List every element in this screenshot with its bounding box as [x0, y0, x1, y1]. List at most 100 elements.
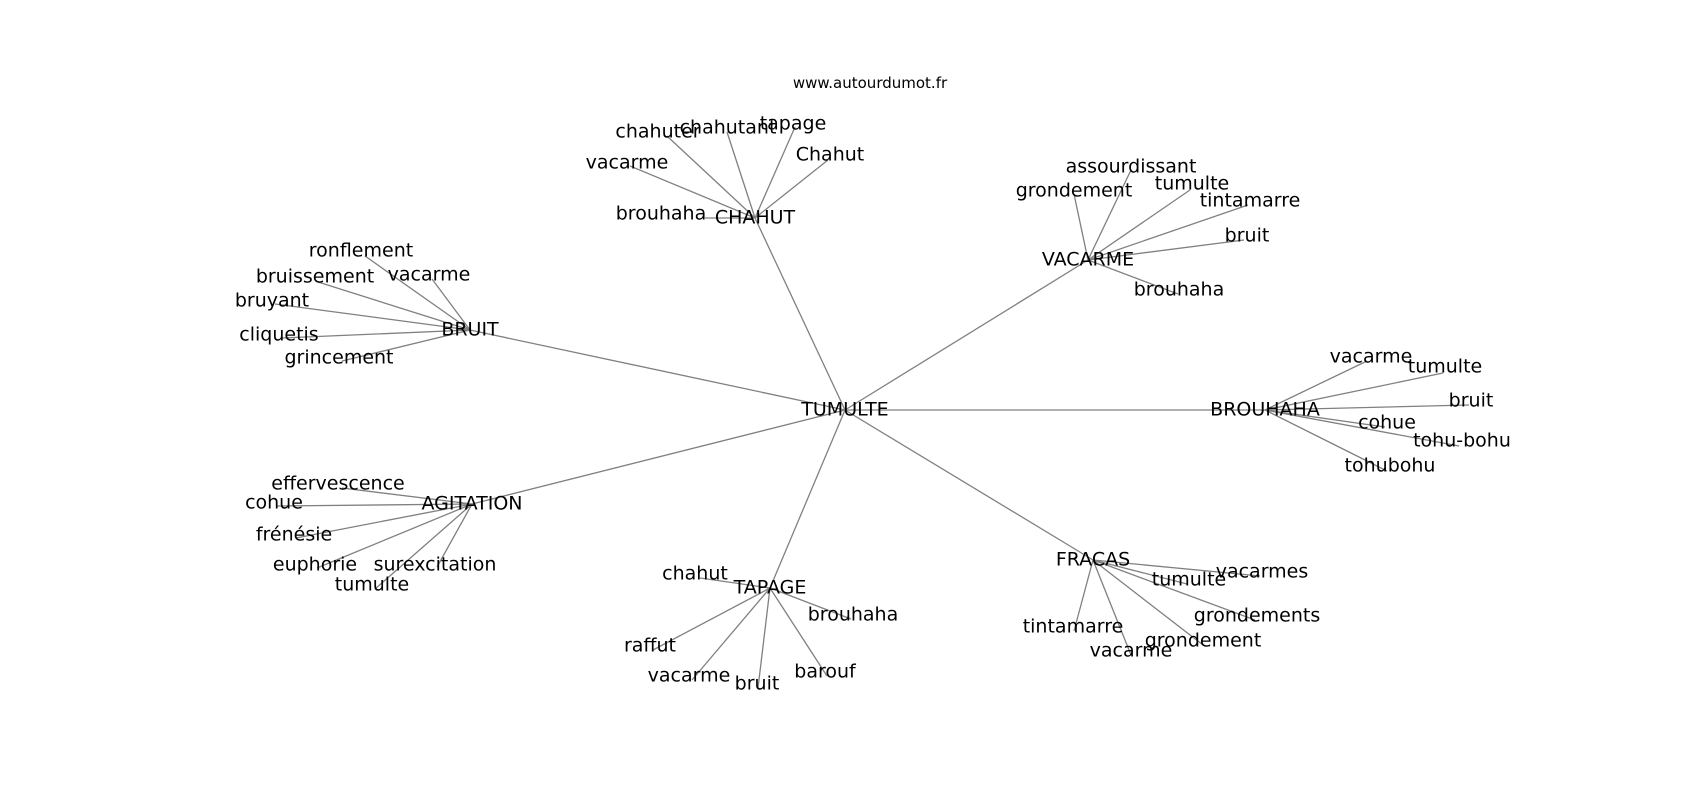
source-url: www.autourdumot.fr: [793, 74, 948, 92]
leaf-node-label: frénésie: [256, 524, 332, 546]
hub-node-label: BRUIT: [441, 319, 499, 341]
leaf-node-label: chahuter: [615, 121, 700, 143]
edge-hub-leaf: [769, 587, 828, 677]
leaf-node-label: ronflement: [309, 240, 413, 262]
edge-center-hub: [769, 409, 846, 589]
edge-hub-leaf: [341, 329, 471, 362]
edge-center-hub: [844, 259, 1089, 411]
edge-hub-leaf: [1087, 239, 1245, 261]
leaf-node-label: grondement: [1016, 180, 1133, 202]
edge-hub-leaf: [1087, 189, 1191, 261]
leaf-node-label: cohue: [245, 492, 303, 514]
hub-node-label: CHAHUT: [715, 207, 796, 229]
leaf-node-label: vacarme: [1090, 640, 1173, 662]
leaf-node-label: tintamarre: [1023, 616, 1124, 638]
leaf-node-label: tumulte: [1152, 569, 1226, 591]
leaf-node-label: grincement: [284, 347, 393, 369]
leaf-node-label: tumulte: [1155, 173, 1229, 195]
leaf-node-label: cliquetis: [239, 324, 318, 346]
edge-hub-leaf: [652, 587, 771, 651]
edge-hub-leaf: [274, 303, 471, 331]
leaf-node-label: assourdissant: [1066, 156, 1197, 178]
edge-hub-leaf: [666, 135, 756, 219]
node-labels: TUMULTE CHAHUT chahuterchahutanttapageChah…: [235, 113, 1511, 695]
edge-hub-leaf: [1092, 559, 1188, 585]
edge-hub-leaf: [1092, 559, 1261, 577]
leaf-node-label: grondement: [1145, 630, 1262, 652]
leaf-node-label: bruyant: [235, 290, 309, 312]
hub-node-label: TAPAGE: [733, 577, 807, 599]
edge-hub-leaf: [281, 329, 471, 339]
edge-hub-leaf: [1264, 409, 1386, 428]
leaf-node-label: vacarmes: [1216, 561, 1309, 583]
leaf-node-label: cohue: [1358, 412, 1416, 434]
edge-hub-leaf: [1087, 204, 1249, 261]
edge-hub-leaf: [1092, 559, 1256, 621]
edge-hub-leaf: [1264, 409, 1388, 472]
leaf-node-label: chahutant: [680, 117, 777, 139]
edge-hub-leaf: [436, 503, 473, 568]
leaf-node-label: raffut: [624, 635, 676, 657]
leaf-node-label: vacarme: [388, 264, 471, 286]
edge-hub-leaf: [757, 587, 771, 689]
edge-hub-leaf: [374, 503, 473, 590]
edge-hub-leaf: [1264, 404, 1470, 411]
edge-center-hub: [844, 409, 1094, 561]
hub-node-label: BROUHAHA: [1210, 399, 1320, 421]
edge-hub-leaf: [754, 126, 796, 219]
leaf-node-label: brouhaha: [1134, 279, 1225, 301]
leaf-node-label: euphorie: [273, 554, 357, 576]
edge-hub-leaf: [276, 503, 473, 507]
edge-hub-leaf: [341, 487, 473, 505]
leaf-node-label: vacarme: [1330, 346, 1413, 368]
edge-hub-leaf: [1087, 259, 1179, 295]
leaf-node-label: bruit: [1449, 390, 1494, 412]
edge-center-hub: [754, 217, 846, 411]
hub-node-label: VACARME: [1042, 249, 1134, 271]
edge-hub-leaf: [1087, 169, 1132, 261]
leaf-node-label: bruit: [735, 673, 780, 695]
leaf-node-label: tohu-bohu: [1413, 430, 1511, 452]
leaf-node-label: tumulte: [1408, 356, 1482, 378]
leaf-node-label: tumulte: [335, 574, 409, 596]
leaf-node-label: tintamarre: [1200, 190, 1301, 212]
edge-center-hub: [469, 329, 846, 411]
leaf-node-label: chahut: [662, 563, 728, 585]
leaf-node-label: grondements: [1194, 605, 1320, 627]
edge-hub-leaf: [431, 278, 471, 331]
edge-hub-leaf: [691, 587, 771, 681]
edge-hub-leaf: [1264, 360, 1368, 411]
edge-hub-leaf: [769, 587, 852, 620]
center-node-label: TUMULTE: [800, 399, 888, 421]
leaf-node-label: barouf: [794, 661, 857, 683]
leaf-node-label: vacarme: [586, 152, 669, 174]
edge-hub-leaf: [1264, 409, 1460, 447]
edge-hub-leaf: [317, 281, 471, 331]
leaf-node-label: effervescence: [271, 473, 404, 495]
edge-hub-leaf: [754, 159, 829, 219]
leaf-node-label: vacarme: [648, 665, 731, 687]
edge-hub-leaf: [1073, 193, 1089, 261]
edge-hub-leaf: [316, 503, 473, 569]
edge-hub-leaf: [364, 255, 471, 331]
edge-hub-leaf: [1264, 372, 1444, 411]
edge-hub-leaf: [699, 577, 771, 589]
leaf-node-label: tohubohu: [1345, 455, 1436, 477]
edges: [274, 126, 1470, 689]
edge-hub-leaf: [1092, 559, 1204, 646]
edge-hub-leaf: [1092, 559, 1132, 656]
leaf-node-label: bruit: [1225, 225, 1270, 247]
leaf-node-label: surexcitation: [374, 554, 497, 576]
leaf-node-label: tapage: [760, 113, 827, 135]
hub-node-label: AGITATION: [421, 493, 522, 515]
hub-node-label: FRACAS: [1056, 549, 1130, 571]
edge-hub-leaf: [1073, 559, 1094, 632]
leaf-node-label: brouhaha: [808, 604, 899, 626]
edge-hub-leaf: [629, 165, 756, 219]
leaf-node-label: brouhaha: [616, 203, 707, 225]
edge-hub-leaf: [295, 503, 473, 539]
edge-center-hub: [471, 409, 846, 505]
edge-hub-leaf: [726, 131, 756, 219]
leaf-node-label: Chahut: [796, 144, 865, 166]
